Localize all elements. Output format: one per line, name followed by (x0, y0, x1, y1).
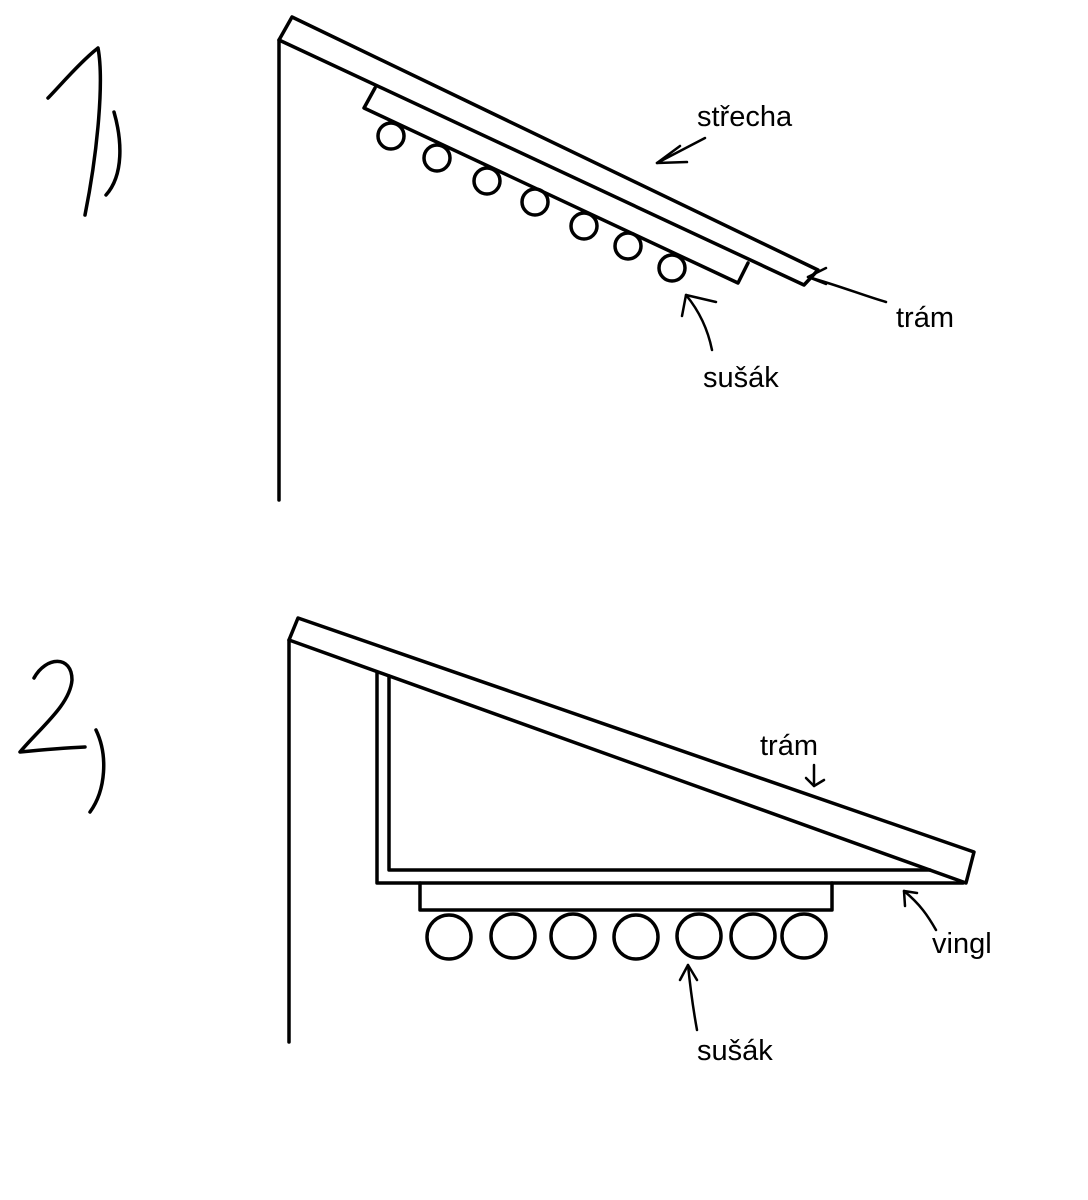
dryer-rings (376, 121, 687, 283)
diagram-1-number (46, 46, 122, 217)
dryer-ring (422, 143, 452, 173)
dryer-ring (780, 912, 828, 960)
dryer-ring (472, 166, 502, 196)
dryer-ring (612, 913, 660, 961)
dryer-ring (549, 912, 597, 960)
beam-label: trám (896, 302, 954, 334)
angle-bracket (375, 670, 965, 885)
dryer-ring (569, 211, 599, 241)
dryer-arrow (680, 293, 718, 352)
roof-label: střecha (697, 101, 793, 133)
beam-label: trám (760, 730, 818, 762)
angle-label: vingl (932, 928, 992, 960)
diagram-2: trám vingl sušák (18, 616, 992, 1067)
diagram-1: střecha trám sušák (46, 15, 954, 502)
roof-board (287, 616, 976, 885)
roof-arrow (655, 136, 707, 165)
dryer-ring (520, 187, 550, 217)
roof-board (277, 15, 820, 287)
dryer-label: sušák (697, 1035, 773, 1067)
beam (362, 86, 750, 285)
diagram-2-number (18, 659, 106, 814)
dryer-ring (489, 912, 537, 960)
dryer-ring (729, 912, 777, 960)
dryer-ring (657, 253, 687, 283)
dryer-label: sušák (703, 362, 779, 394)
beam-arrow (804, 763, 826, 788)
dryer-arrow (678, 963, 699, 1032)
dryer-rings (425, 912, 828, 961)
dryer-ring (425, 913, 473, 961)
angle-arrow (902, 889, 938, 932)
dryer-ring (376, 121, 406, 151)
angle-bracket-inner (387, 674, 932, 872)
dryer-rail (418, 881, 834, 912)
dryer-ring (675, 912, 723, 960)
beam-arrow (806, 266, 888, 304)
dryer-ring (613, 231, 643, 261)
